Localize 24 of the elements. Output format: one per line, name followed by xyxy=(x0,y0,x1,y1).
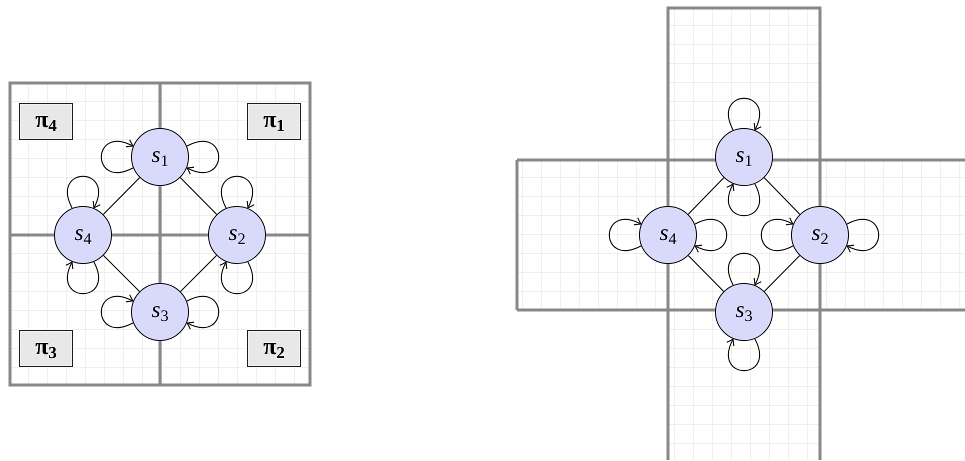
state-label: s$_{1}$ xyxy=(736,143,752,171)
partition-label: π$_{1}$ xyxy=(263,108,285,134)
connector-line xyxy=(688,255,724,292)
connector-line xyxy=(180,177,218,215)
partition-label: π$_{3}$ xyxy=(35,334,57,362)
connector-line xyxy=(180,255,217,292)
connector-line xyxy=(103,255,140,292)
state-label: s$_{3}$ xyxy=(736,298,752,326)
connector-line xyxy=(764,255,800,292)
partition-label-box xyxy=(19,102,73,140)
partition-label: π$_{2}$ xyxy=(263,334,285,362)
partition-label-box xyxy=(19,330,73,366)
state-label: s$_{2}$ xyxy=(228,221,246,249)
state-label: s$_{3}$ xyxy=(152,298,168,326)
state-label: s$_{1}$ xyxy=(152,143,168,171)
state-label: s$_{4}$ xyxy=(74,221,92,249)
partition-label-box xyxy=(247,102,301,140)
partition-label-box xyxy=(247,330,301,366)
connector-line xyxy=(764,177,800,215)
state-label: s$_{4}$ xyxy=(660,221,676,249)
connector-line xyxy=(102,177,140,215)
partition-label: π$_{4}$ xyxy=(35,108,57,134)
connector-line xyxy=(688,177,724,215)
state-label: s$_{2}$ xyxy=(812,221,828,249)
